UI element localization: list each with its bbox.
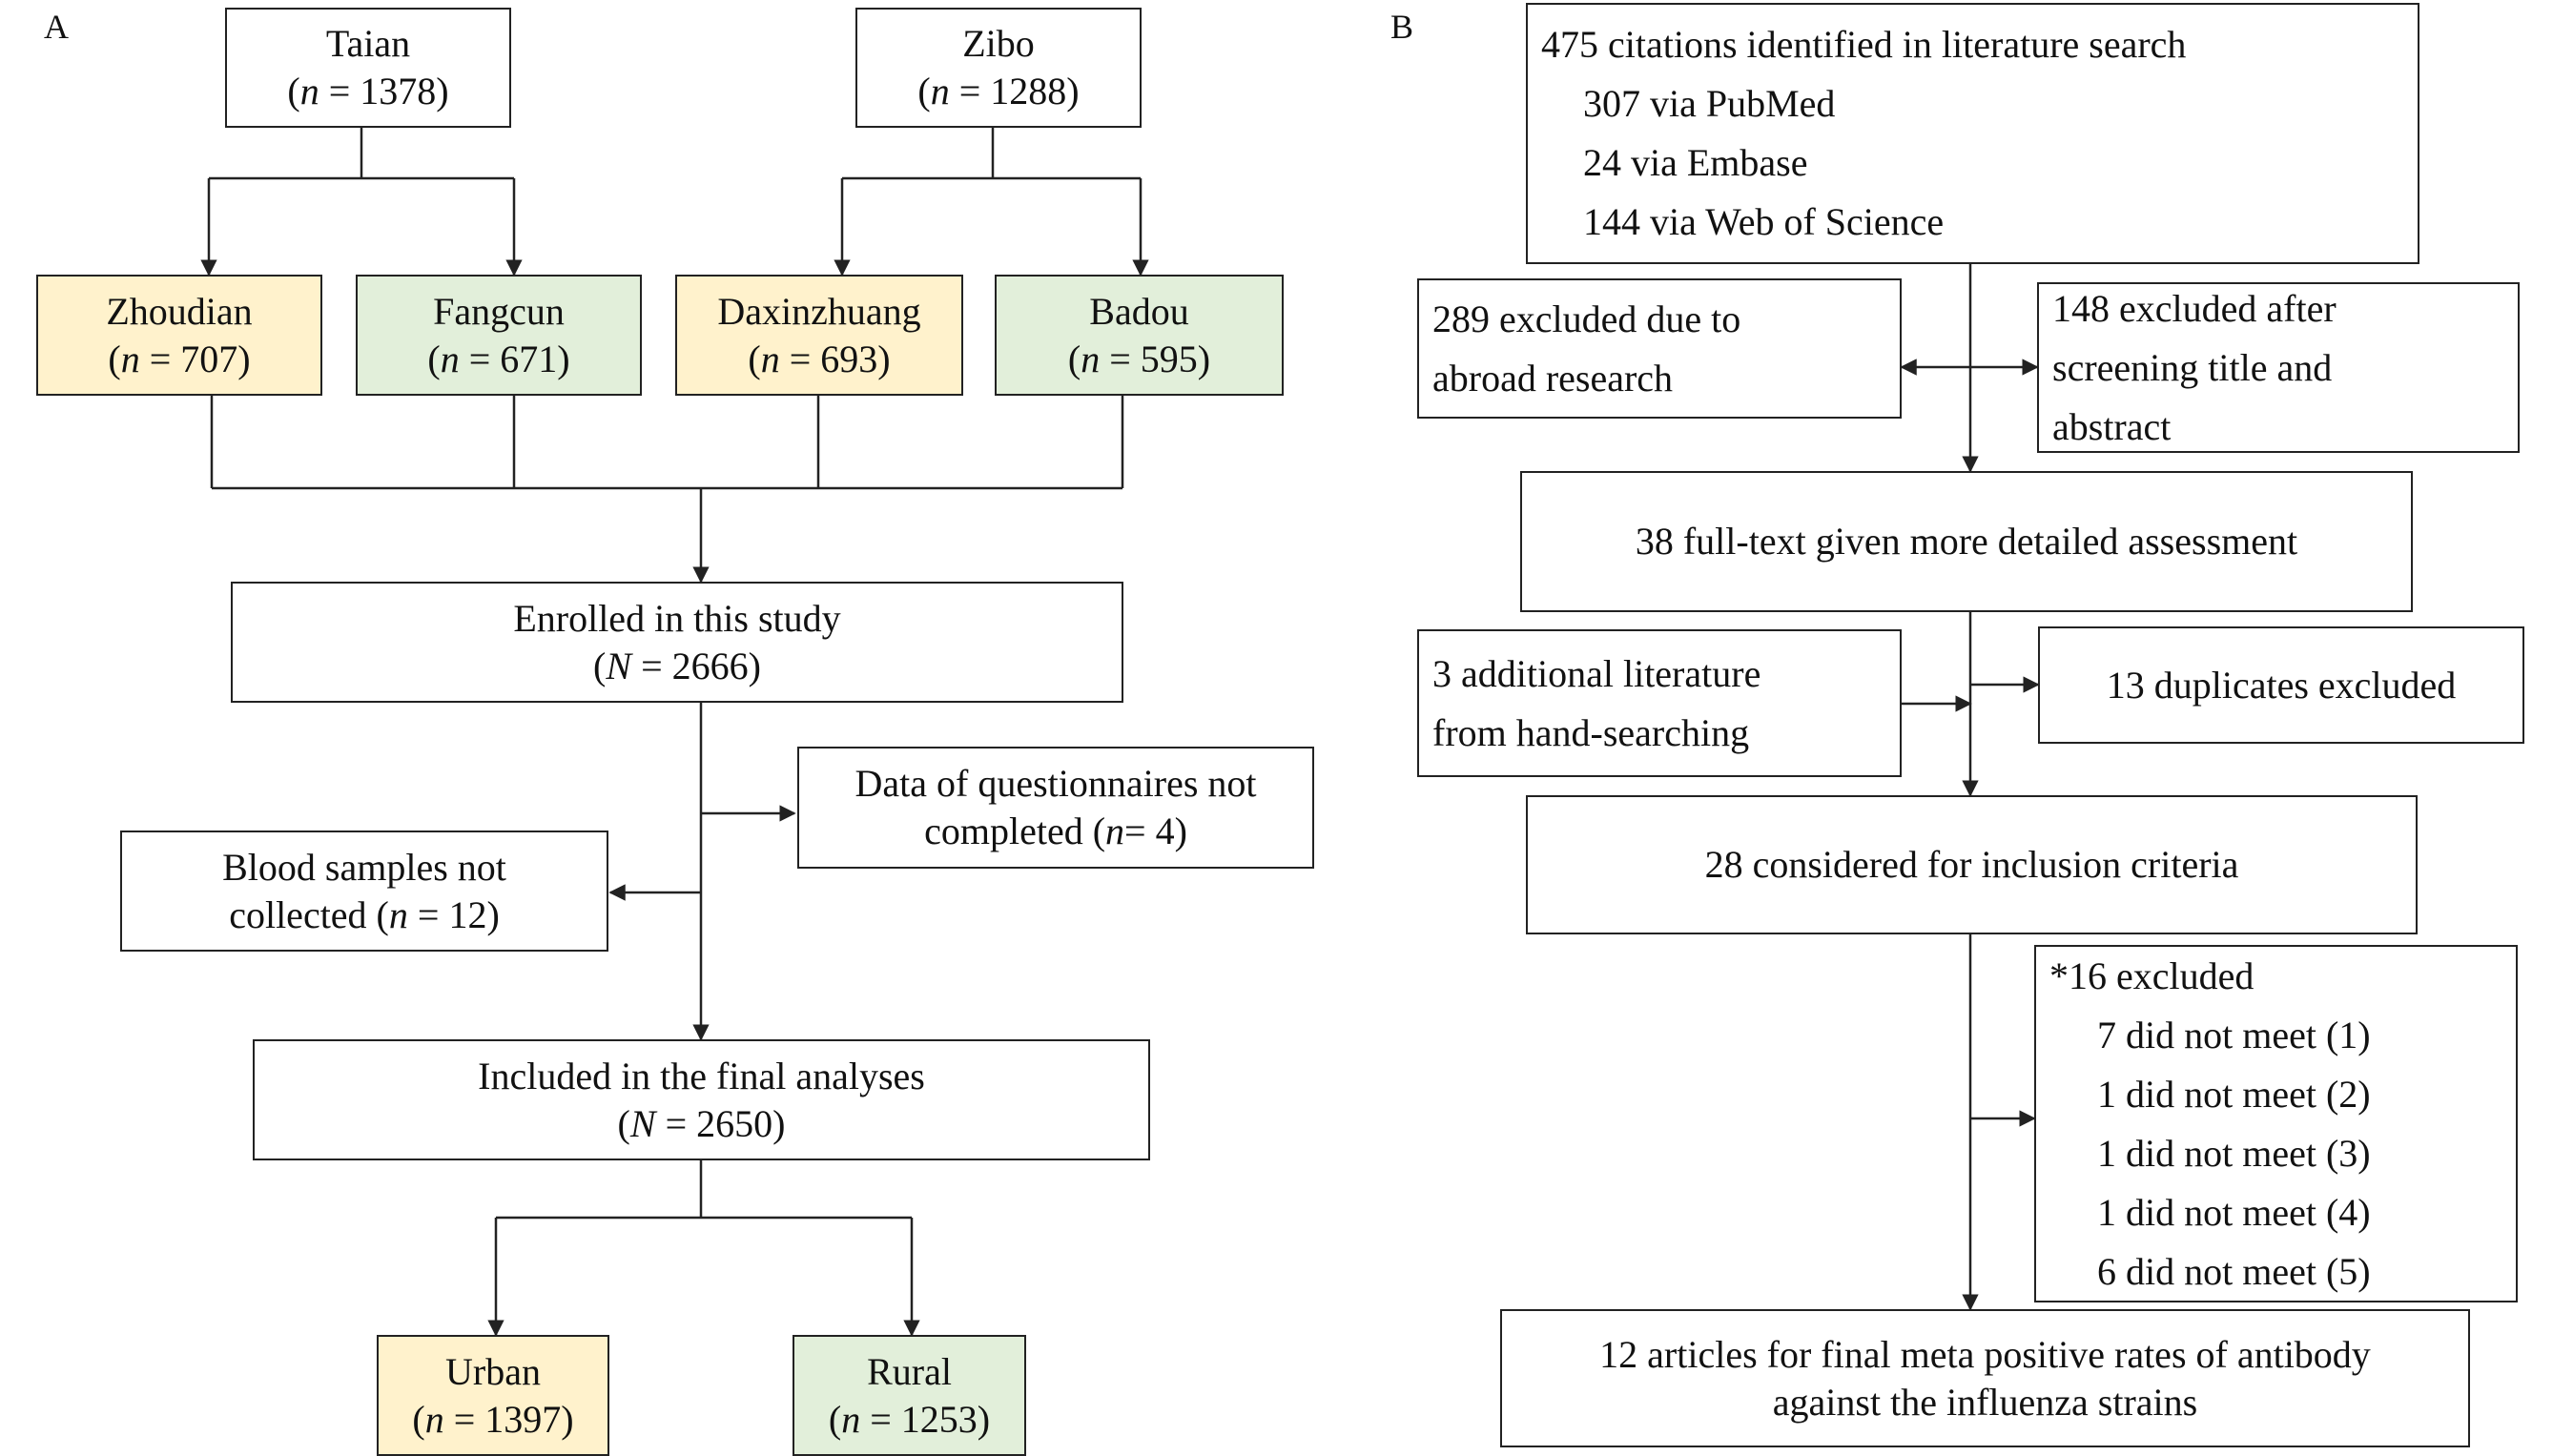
- screening-line2: screening title and: [2052, 345, 2333, 389]
- zhoudian-count-line: (n = 707): [108, 337, 251, 380]
- screening-line1: 148 excluded after: [2052, 286, 2337, 330]
- daxinzhuang-count: 693: [820, 337, 878, 380]
- zibo-name: Zibo: [962, 22, 1035, 65]
- final-articles-line1: 12 articles for final meta positive rate…: [1599, 1332, 2371, 1376]
- zhoudian-name: Zhoudian: [106, 289, 253, 333]
- rural-name: Rural: [867, 1349, 952, 1393]
- criteria-excluded-box: *16 excluded 7 did not meet (1) 1 did no…: [2034, 945, 2518, 1302]
- criteria-item-5: 6 did not meet (5): [2097, 1249, 2371, 1293]
- questionnaire-excluded-box: Data of questionnaires not completed (n=…: [797, 747, 1314, 869]
- questionnaire-line1: Data of questionnaires not: [854, 762, 1257, 805]
- rural-box: Rural (n = 1253): [793, 1335, 1026, 1456]
- questionnaire-count: 4: [1155, 810, 1175, 852]
- inclusion-box: 28 considered for inclusion criteria: [1526, 795, 2418, 934]
- daxinzhuang-name: Daxinzhuang: [717, 289, 921, 333]
- zibo-count-line: (n = 1288): [917, 70, 1080, 113]
- hand-line1: 3 additional literature: [1432, 651, 1761, 695]
- enrolled-count: 2666: [671, 644, 749, 687]
- taian-name: Taian: [325, 22, 411, 65]
- urban-count-line: (n = 1397): [412, 1397, 574, 1441]
- fulltext-text: 38 full-text given more detailed assessm…: [1635, 520, 2298, 563]
- search-item-embase: 24 via Embase: [1583, 141, 1808, 184]
- fangcun-count: 671: [500, 337, 558, 380]
- criteria-title: *16 excluded: [2049, 954, 2254, 997]
- enrolled-box: Enrolled in this study (N = 2666): [231, 582, 1123, 703]
- final-title: Included in the final analyses: [478, 1054, 925, 1097]
- search-title: 475 citations identified in literature s…: [1541, 23, 2187, 66]
- badou-count: 595: [1140, 337, 1198, 380]
- abroad-line2: abroad research: [1432, 356, 1674, 400]
- criteria-item-1: 7 did not meet (1): [2097, 1013, 2371, 1056]
- urban-box: Urban (n = 1397): [377, 1335, 609, 1456]
- fangcun-count-line: (n = 671): [427, 337, 570, 380]
- blood-line2: collected (n = 12): [229, 892, 500, 936]
- search-item-wos: 144 via Web of Science: [1583, 200, 1945, 243]
- final-analyses-box: Included in the final analyses (N = 2650…: [253, 1039, 1150, 1160]
- inclusion-text: 28 considered for inclusion criteria: [1704, 843, 2239, 886]
- criteria-item-3: 1 did not meet (3): [2097, 1131, 2371, 1175]
- daxinzhuang-box: Daxinzhuang (n = 693): [675, 275, 963, 396]
- panel-b-label: B: [1390, 8, 1414, 46]
- taian-count-line: (n = 1378): [287, 70, 449, 113]
- panel-a-label: A: [44, 8, 69, 46]
- badou-count-line: (n = 595): [1067, 337, 1211, 380]
- taian-box: Taian (n = 1378): [225, 8, 511, 128]
- rural-count-line: (n = 1253): [828, 1397, 991, 1441]
- duplicates-excluded-box: 13 duplicates excluded: [2038, 626, 2524, 744]
- fangcun-box: Fangcun (n = 671): [356, 275, 642, 396]
- daxinzhuang-count-line: (n = 693): [748, 337, 891, 380]
- final-count-line: (N = 2650): [617, 1101, 786, 1145]
- criteria-item-4: 1 did not meet (4): [2097, 1190, 2371, 1234]
- taian-count: 1378: [360, 70, 437, 113]
- hand-search-box: 3 additional literature from hand-search…: [1417, 629, 1902, 777]
- fulltext-box: 38 full-text given more detailed assessm…: [1520, 471, 2413, 612]
- badou-box: Badou (n = 595): [995, 275, 1284, 396]
- duplicates-text: 13 duplicates excluded: [2106, 663, 2457, 707]
- enrolled-count-line: (N = 2666): [593, 644, 761, 687]
- final-articles-box: 12 articles for final meta positive rate…: [1500, 1309, 2470, 1447]
- blood-line1: Blood samples not: [222, 845, 506, 889]
- criteria-item-2: 1 did not meet (2): [2097, 1072, 2371, 1116]
- abroad-excluded-box: 289 excluded due to abroad research: [1417, 278, 1902, 419]
- screening-excluded-box: 148 excluded after screening title and a…: [2037, 282, 2520, 453]
- badou-name: Badou: [1089, 289, 1189, 333]
- blood-excluded-box: Blood samples not collected (n = 12): [120, 831, 608, 952]
- rural-count: 1253: [900, 1397, 978, 1441]
- final-articles-line2: against the influenza strains: [1772, 1380, 2198, 1424]
- search-box: 475 citations identified in literature s…: [1526, 3, 2419, 264]
- urban-count: 1397: [484, 1397, 562, 1441]
- fangcun-name: Fangcun: [433, 289, 565, 333]
- hand-line2: from hand-searching: [1432, 710, 1750, 754]
- urban-name: Urban: [445, 1349, 541, 1393]
- enrolled-title: Enrolled in this study: [513, 596, 841, 640]
- zhoudian-count: 707: [180, 337, 238, 380]
- blood-count: 12: [448, 892, 487, 936]
- zibo-box: Zibo (n = 1288): [855, 8, 1142, 128]
- final-count: 2650: [696, 1101, 773, 1145]
- search-item-pubmed: 307 via PubMed: [1583, 82, 1836, 125]
- abroad-line1: 289 excluded due to: [1432, 297, 1741, 340]
- zibo-count: 1288: [990, 70, 1067, 113]
- zhoudian-box: Zhoudian (n = 707): [36, 275, 322, 396]
- questionnaire-line2: completed (n= 4): [924, 810, 1187, 852]
- screening-line3: abstract: [2052, 404, 2172, 448]
